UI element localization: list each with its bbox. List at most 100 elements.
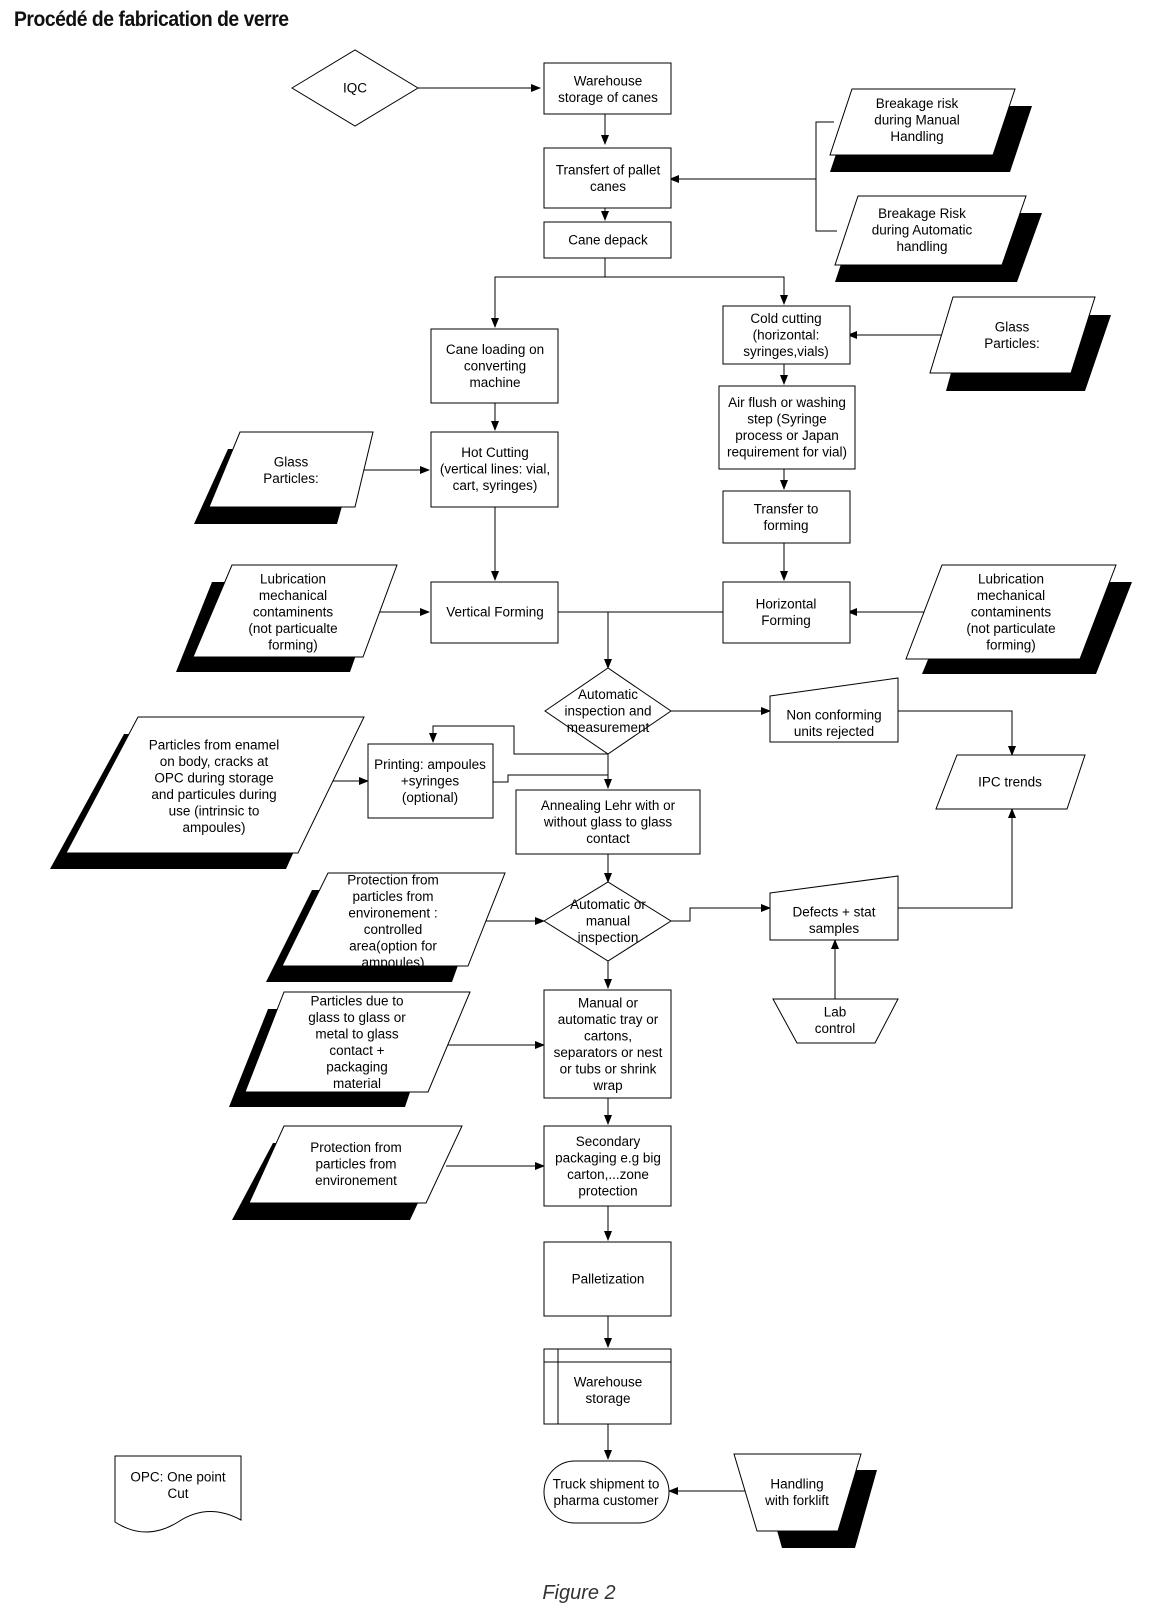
annealing-label-line: Annealing Lehr with or [541,798,676,813]
hot-cutting-label-line: cart, syringes) [453,478,538,493]
cane-depack-label: Cane depack [568,233,648,248]
vertical-forming-label-line: Vertical Forming [446,605,544,620]
truck-shipment-label-line: pharma customer [553,1493,659,1508]
annealing-label-line: contact [586,831,630,846]
air-flush-label-line: Air flush or washing [728,395,846,410]
defects-samples-label-line: Defects + stat [793,904,876,919]
arrow-nonconforming-to-ipc [898,710,1016,756]
page-title: Procédé de fabrication de verre [14,8,289,31]
warehouse-storage-label-line: Warehouse [574,1374,643,1389]
horizontal-forming-label-line: Horizontal [756,596,817,611]
breakage-auto-label-line: during Automatic [872,223,973,238]
horizontal-forming-label-line: Forming [761,613,811,628]
arrow-inspection-to-printing [429,725,608,755]
iqc-label: IQC [343,81,367,96]
arrow-breakage-to-transfert [670,121,837,232]
particles-enamel-label-line: Particles from enamel [149,737,280,752]
secondary-packaging-label-line: protection [578,1183,637,1198]
air-flush-label-line: process or Japan [735,428,839,443]
particles-glass-contact-label-line: material [333,1076,381,1091]
protection-controlled-label-line: area(option for [349,938,437,953]
warehouse-storage-process: Warehouse storage [543,1348,672,1425]
lubrication-left-label-line: forming) [268,638,318,653]
hot-cutting-process: Hot Cutting (vertical lines: vial,cart, s… [430,431,559,508]
particles-enamel-label-line: OPC during storage [154,770,273,785]
cold-cutting-label-line: (horizontal: [753,328,820,343]
printing-label-line: (optional) [402,790,458,805]
arrow-inspection-to-defects [671,904,771,922]
non-conforming-output: Non conforming units rejected [769,677,899,743]
cane-loading-label-line: machine [469,375,520,390]
lubrication-right-label-line: forming) [986,638,1036,653]
glass-particles-right-label-line: Particles: [984,336,1040,351]
particles-glass-contact-label-line: metal to glass [315,1026,399,1041]
glass-particles-left-label-line: Particles: [263,471,319,486]
warehouse-canes-label-line: Warehouse [574,73,643,88]
palletization-process: Palletization [543,1241,672,1317]
glass-particles-right-label-line: Glass [995,319,1030,334]
handling-forklift-label-line: Handling [770,1476,823,1491]
cold-cutting-label: Cold cutting(horizontal:syringes,vials) [743,311,829,359]
protection-env-label-line: particles from [315,1157,396,1172]
breakage-manual-label-line: Breakage risk [876,96,959,111]
hot-cutting-label-line: (vertical lines: vial, [440,462,550,477]
iqc-label-line: IQC [343,81,367,96]
arrow-vertical-to-inspection [558,611,723,668]
opc-note-label-line: OPC: One point [130,1469,226,1484]
warehouse-storage-label-line: storage [585,1391,630,1406]
connectors [322,84,1016,1495]
cold-cutting-process: Cold cutting(horizontal:syringes,vials) [722,305,851,365]
vertical-forming-label: Vertical Forming [446,605,544,620]
tray-cartons-label-line: separators or nest [554,1045,663,1060]
lubrication-left-label-line: mechanical [259,588,327,603]
particles-enamel-label-line: ampoules) [182,820,245,835]
breakage-auto-label-line: Breakage Risk [878,206,966,221]
transfer-forming-label-line: forming [763,518,808,533]
particles-glass-contact-label-line: glass to glass or [308,1010,406,1025]
transfer-forming-process: Transfer to forming [722,490,851,544]
printing-label: Printing: ampoules+syringes(optional) [374,757,486,805]
protection-controlled-label-line: ampoules) [361,955,424,970]
secondary-packaging-label-line: Secondary [576,1134,641,1149]
auto-manual-inspection-label-line: manual [586,914,630,929]
printing-process: Printing: ampoules+syringes(optional) [367,743,494,819]
cane-loading-label-line: converting [464,359,526,374]
non-conforming-label-line: units rejected [794,724,874,739]
particles-enamel-label-line: and particules during [151,787,276,802]
lubrication-right-label-line: mechanical [977,588,1045,603]
arrow-defects-to-ipc [898,808,1016,909]
lubrication-left-label-line: Lubrication [260,572,326,587]
non-conforming-label-line: Non conforming [786,707,881,722]
lubrication-right-label-line: (not particulate [966,621,1055,636]
ipc-trends-label: IPC trends [978,775,1042,790]
hot-cutting-label: Hot Cutting (vertical lines: vial,cart, s… [440,445,550,493]
transfer-forming-label-line: Transfer to [754,501,819,516]
annealing-label-line: without glass to glass [543,815,673,830]
hot-cutting-label-line: Hot Cutting [461,445,529,460]
lab-control-label-line: control [815,1021,856,1036]
iqc-decision: IQC [291,49,419,127]
breakage-auto-label-line: handling [896,239,947,254]
